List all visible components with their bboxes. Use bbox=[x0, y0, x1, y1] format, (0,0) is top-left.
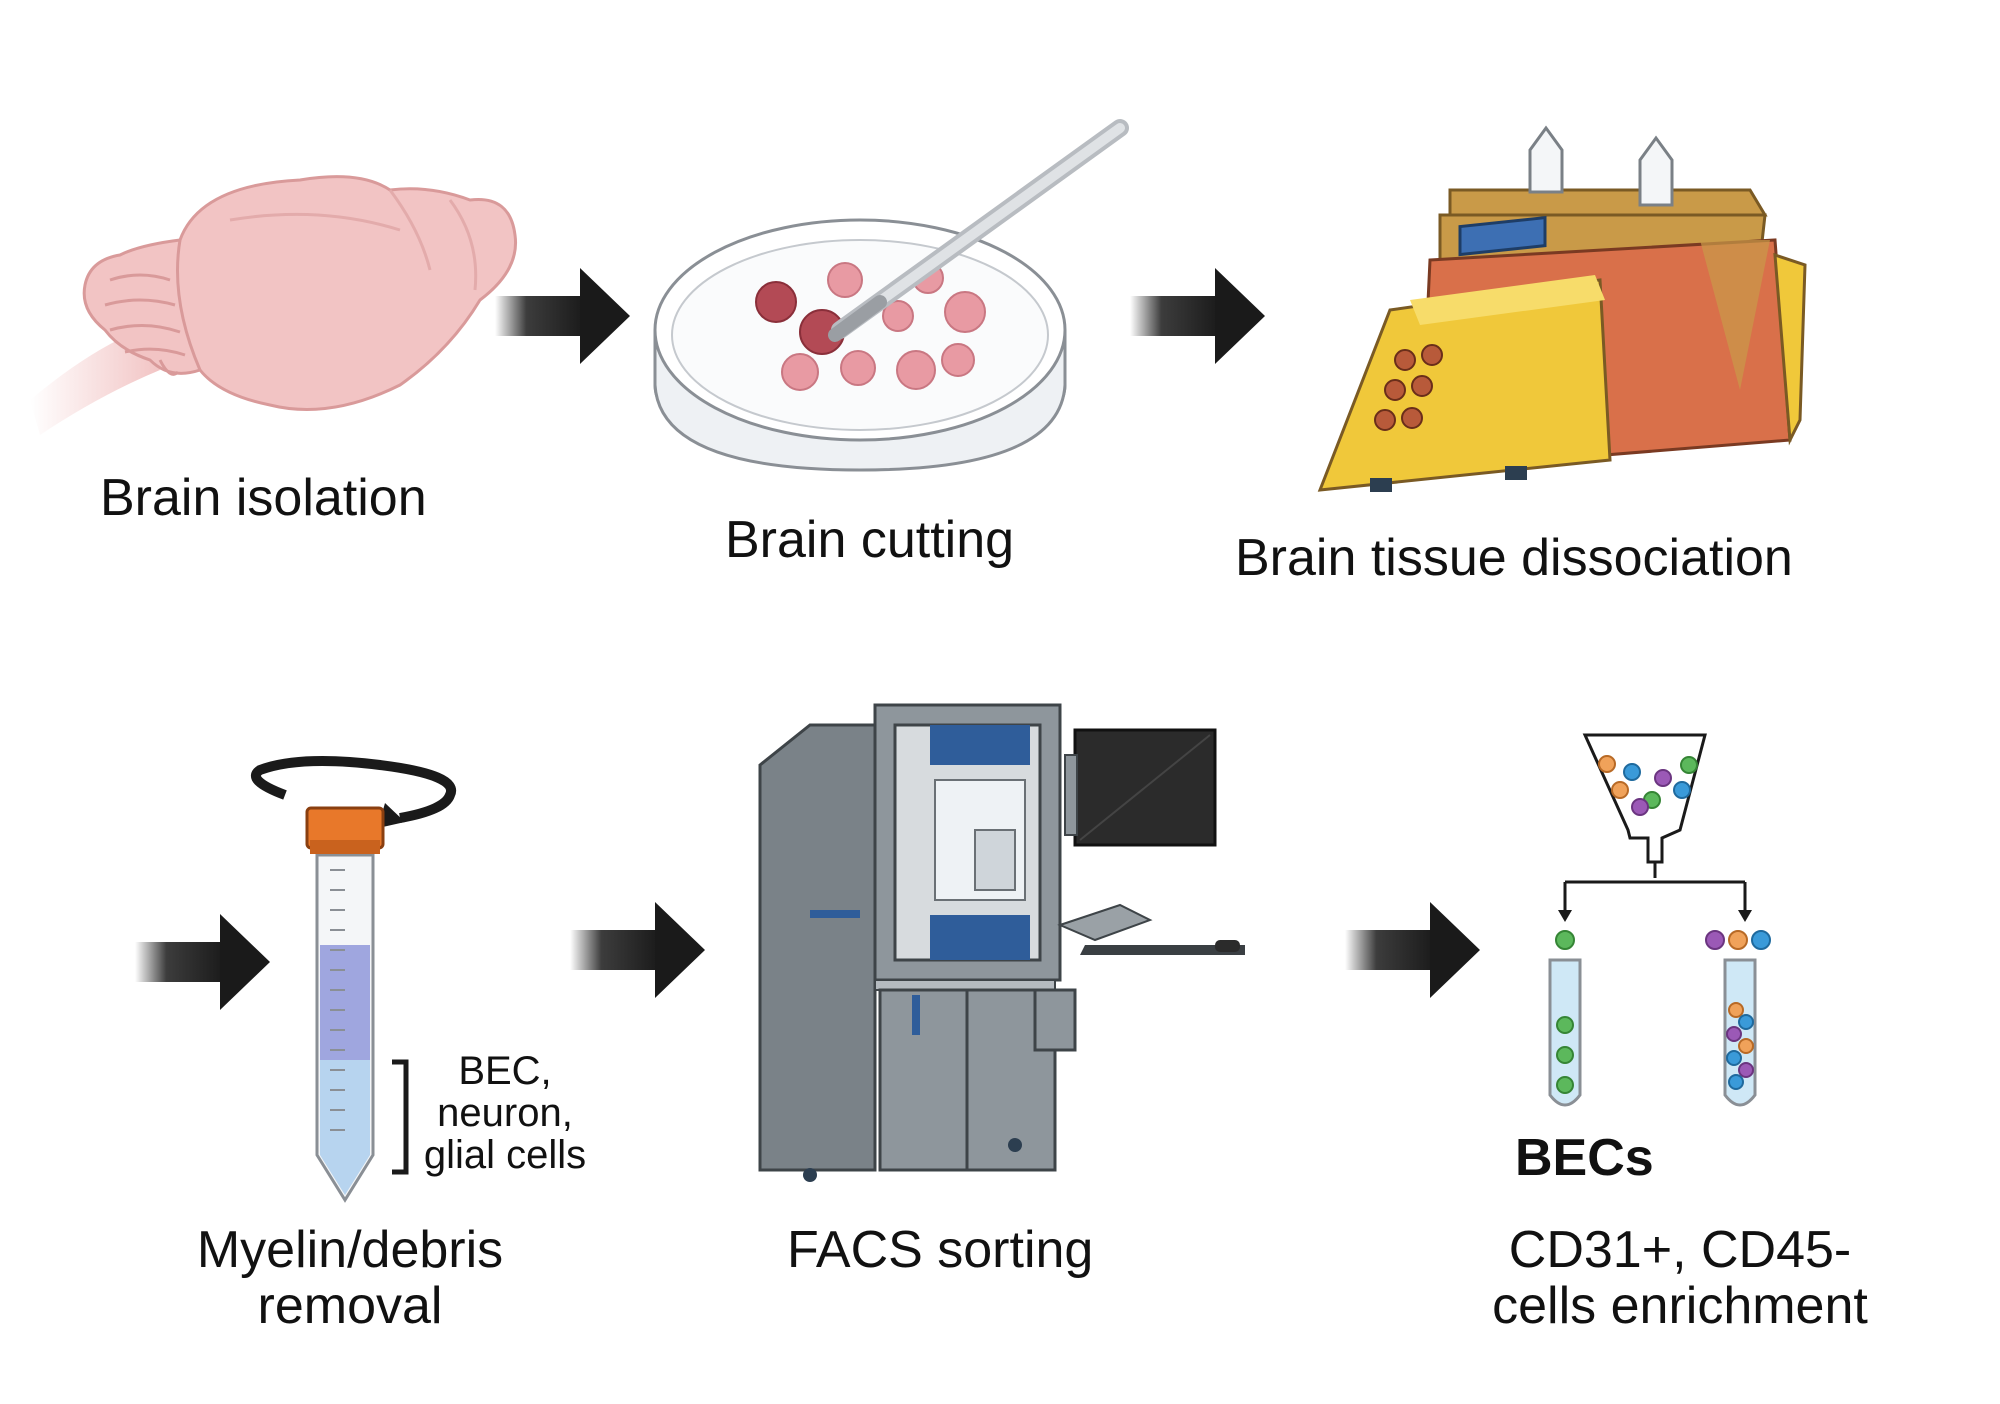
step-label-enrichment-line1: CD31+, CD45- bbox=[1508, 1221, 1852, 1279]
arrow-3 bbox=[135, 914, 270, 1010]
tube-annotation-line2: neuron, bbox=[437, 1091, 573, 1135]
step-label-facs: FACS sorting bbox=[787, 1221, 1094, 1279]
arrow-1 bbox=[495, 268, 630, 364]
brain-icon bbox=[30, 175, 518, 435]
step-label-dissociation: Brain tissue dissociation bbox=[1235, 529, 1793, 587]
step-label-brain-isolation: Brain isolation bbox=[100, 469, 427, 527]
step-label-enrichment-line2: cells enrichment bbox=[1492, 1277, 1868, 1335]
arrow-4 bbox=[570, 902, 705, 998]
arrow-5 bbox=[1345, 902, 1480, 998]
tube-annotation-line3: glial cells bbox=[423, 1133, 587, 1177]
step-label-enrichment: CD31+, CD45- cells enrichment bbox=[1470, 1222, 1890, 1334]
step-label-myelin-line2: removal bbox=[257, 1277, 443, 1335]
step-label-myelin-removal: Myelin/debris removal bbox=[150, 1222, 550, 1334]
step-label-brain-cutting: Brain cutting bbox=[725, 511, 1015, 569]
cell-sorting-funnel-icon bbox=[1548, 733, 1771, 1107]
arrow-2 bbox=[1130, 268, 1265, 364]
tissue-dissociator-icon bbox=[1317, 125, 1807, 492]
tube-annotation-line1: BEC, bbox=[458, 1049, 552, 1093]
tube-annotation: BEC, neuron, glial cells bbox=[405, 1050, 605, 1176]
step-label-myelin-line1: Myelin/debris bbox=[196, 1221, 504, 1279]
result-title: BECs bbox=[1515, 1129, 1654, 1187]
petri-dish-icon bbox=[653, 119, 1129, 472]
centrifuge-tube-icon bbox=[251, 756, 457, 1203]
facs-sorter-icon bbox=[758, 703, 1245, 1182]
